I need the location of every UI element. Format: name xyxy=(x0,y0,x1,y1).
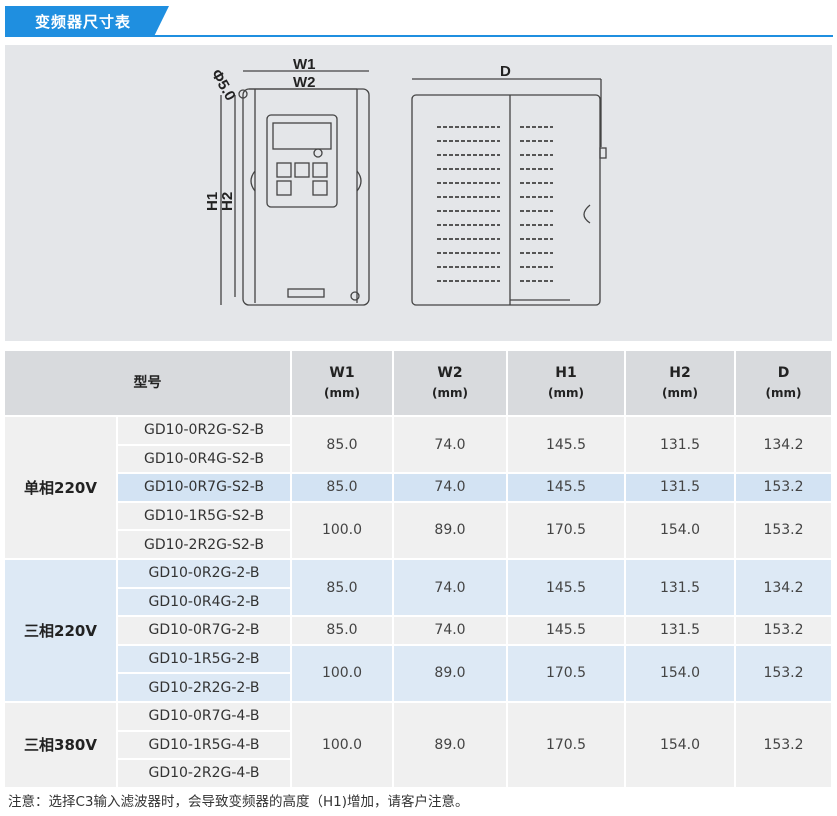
w2-cell: 74.0 xyxy=(393,416,508,475)
col-header-h1: H1(mm) xyxy=(507,351,626,417)
h1-cell: 170.5 xyxy=(507,644,626,703)
h1-cell: 145.5 xyxy=(507,616,626,646)
model-cell: GD10-0R4G-2-B xyxy=(117,587,292,618)
section-header-tab: 变频器尺寸表 xyxy=(5,6,169,36)
w1-cell: 85.0 xyxy=(291,473,394,503)
side-view-body xyxy=(411,94,601,306)
h1-cell: 170.5 xyxy=(507,501,626,560)
w2-cell: 89.0 xyxy=(393,644,508,703)
dimension-drawing: W1 W2 D H1 H2 Φ5.0 xyxy=(5,45,832,341)
table-row: GD10-0R7G-2-B 85.0 74.0 145.5 131.5 153.… xyxy=(5,616,833,646)
model-cell: GD10-1R5G-2-B xyxy=(117,644,292,675)
h2-cell: 131.5 xyxy=(625,558,736,618)
w1-cell: 85.0 xyxy=(291,416,394,475)
category-cell: 三相220V xyxy=(5,558,118,703)
col-header-w1: W1(mm) xyxy=(291,351,394,417)
d-cell: 134.2 xyxy=(735,558,833,618)
label-d: D xyxy=(500,63,511,80)
model-cell: GD10-0R2G-2-B xyxy=(117,558,292,589)
label-hole-diameter: Φ5.0 xyxy=(208,67,239,104)
w2-cell: 89.0 xyxy=(393,701,508,789)
model-cell: GD10-1R5G-S2-B xyxy=(117,501,292,532)
w1-cell: 85.0 xyxy=(291,558,394,618)
header-divider xyxy=(5,35,833,37)
table-row: 三相380V GD10-0R7G-4-B 100.0 89.0 170.5 15… xyxy=(5,701,833,789)
category-cell: 三相380V xyxy=(5,701,118,789)
footnote: 注意：选择C3输入滤波器时，会导致变频器的高度（H1)增加，请客户注意。 xyxy=(8,794,469,810)
h2-cell: 154.0 xyxy=(625,501,736,560)
col-header-h2: H2(mm) xyxy=(625,351,736,417)
category-cell: 单相220V xyxy=(5,416,118,560)
h1-cell: 145.5 xyxy=(507,558,626,618)
col-header-d: D(mm) xyxy=(735,351,833,417)
label-h1: H1 xyxy=(204,192,221,211)
w1-cell: 100.0 xyxy=(291,644,394,703)
model-cell: GD10-2R2G-2-B xyxy=(117,673,292,703)
model-cell: GD10-0R7G-4-B xyxy=(117,701,292,732)
d-cell: 153.2 xyxy=(735,701,833,789)
w2-cell: 74.0 xyxy=(393,473,508,503)
model-cell: GD10-0R7G-2-B xyxy=(117,616,292,646)
h2-cell: 154.0 xyxy=(625,644,736,703)
col-header-w2: W2(mm) xyxy=(393,351,508,417)
model-cell: GD10-2R2G-4-B xyxy=(117,759,292,789)
d-cell: 153.2 xyxy=(735,644,833,703)
table-header-row: 型号 W1(mm) W2(mm) H1(mm) H2(mm) D(mm) xyxy=(5,351,833,417)
table-row: GD10-1R5G-S2-B 100.0 89.0 170.5 154.0 15… xyxy=(5,501,833,560)
table-row: 单相220V GD10-0R2G-S2-B 85.0 74.0 145.5 13… xyxy=(5,416,833,560)
h2-cell: 131.5 xyxy=(625,416,736,475)
table-row: GD10-0R7G-S2-B 85.0 74.0 145.5 131.5 153… xyxy=(5,473,833,503)
w1-cell: 100.0 xyxy=(291,501,394,560)
d-cell: 134.2 xyxy=(735,416,833,475)
label-w2: W2 xyxy=(293,74,316,91)
d-cell: 153.2 xyxy=(735,501,833,560)
front-view-body xyxy=(242,88,370,306)
h1-cell: 145.5 xyxy=(507,473,626,503)
w2-cell: 89.0 xyxy=(393,501,508,560)
model-cell: GD10-1R5G-4-B xyxy=(117,730,292,761)
model-cell: GD10-2R2G-S2-B xyxy=(117,530,292,560)
inverter-outline-drawing: W1 W2 D H1 H2 Φ5.0 xyxy=(204,56,607,306)
table-row: GD10-1R5G-2-B 100.0 89.0 170.5 154.0 153… xyxy=(5,644,833,703)
h2-cell: 131.5 xyxy=(625,473,736,503)
w1-cell: 85.0 xyxy=(291,616,394,646)
label-h2: H2 xyxy=(219,192,236,211)
h2-cell: 154.0 xyxy=(625,701,736,789)
d-cell: 153.2 xyxy=(735,473,833,503)
model-cell: GD10-0R7G-S2-B xyxy=(117,473,292,503)
col-header-model: 型号 xyxy=(5,351,292,417)
w2-cell: 74.0 xyxy=(393,558,508,618)
model-cell: GD10-0R2G-S2-B xyxy=(117,416,292,446)
h2-cell: 131.5 xyxy=(625,616,736,646)
h1-cell: 145.5 xyxy=(507,416,626,475)
d-cell: 153.2 xyxy=(735,616,833,646)
model-cell: GD10-0R4G-S2-B xyxy=(117,444,292,475)
table-row: 三相220V GD10-0R2G-2-B 85.0 74.0 145.5 131… xyxy=(5,558,833,703)
section-title: 变频器尺寸表 xyxy=(35,13,132,31)
dimension-table: 型号 W1(mm) W2(mm) H1(mm) H2(mm) D(mm) 单相2… xyxy=(5,351,833,789)
w1-cell: 100.0 xyxy=(291,701,394,789)
w2-cell: 74.0 xyxy=(393,616,508,646)
h1-cell: 170.5 xyxy=(507,701,626,789)
label-w1: W1 xyxy=(293,56,316,73)
